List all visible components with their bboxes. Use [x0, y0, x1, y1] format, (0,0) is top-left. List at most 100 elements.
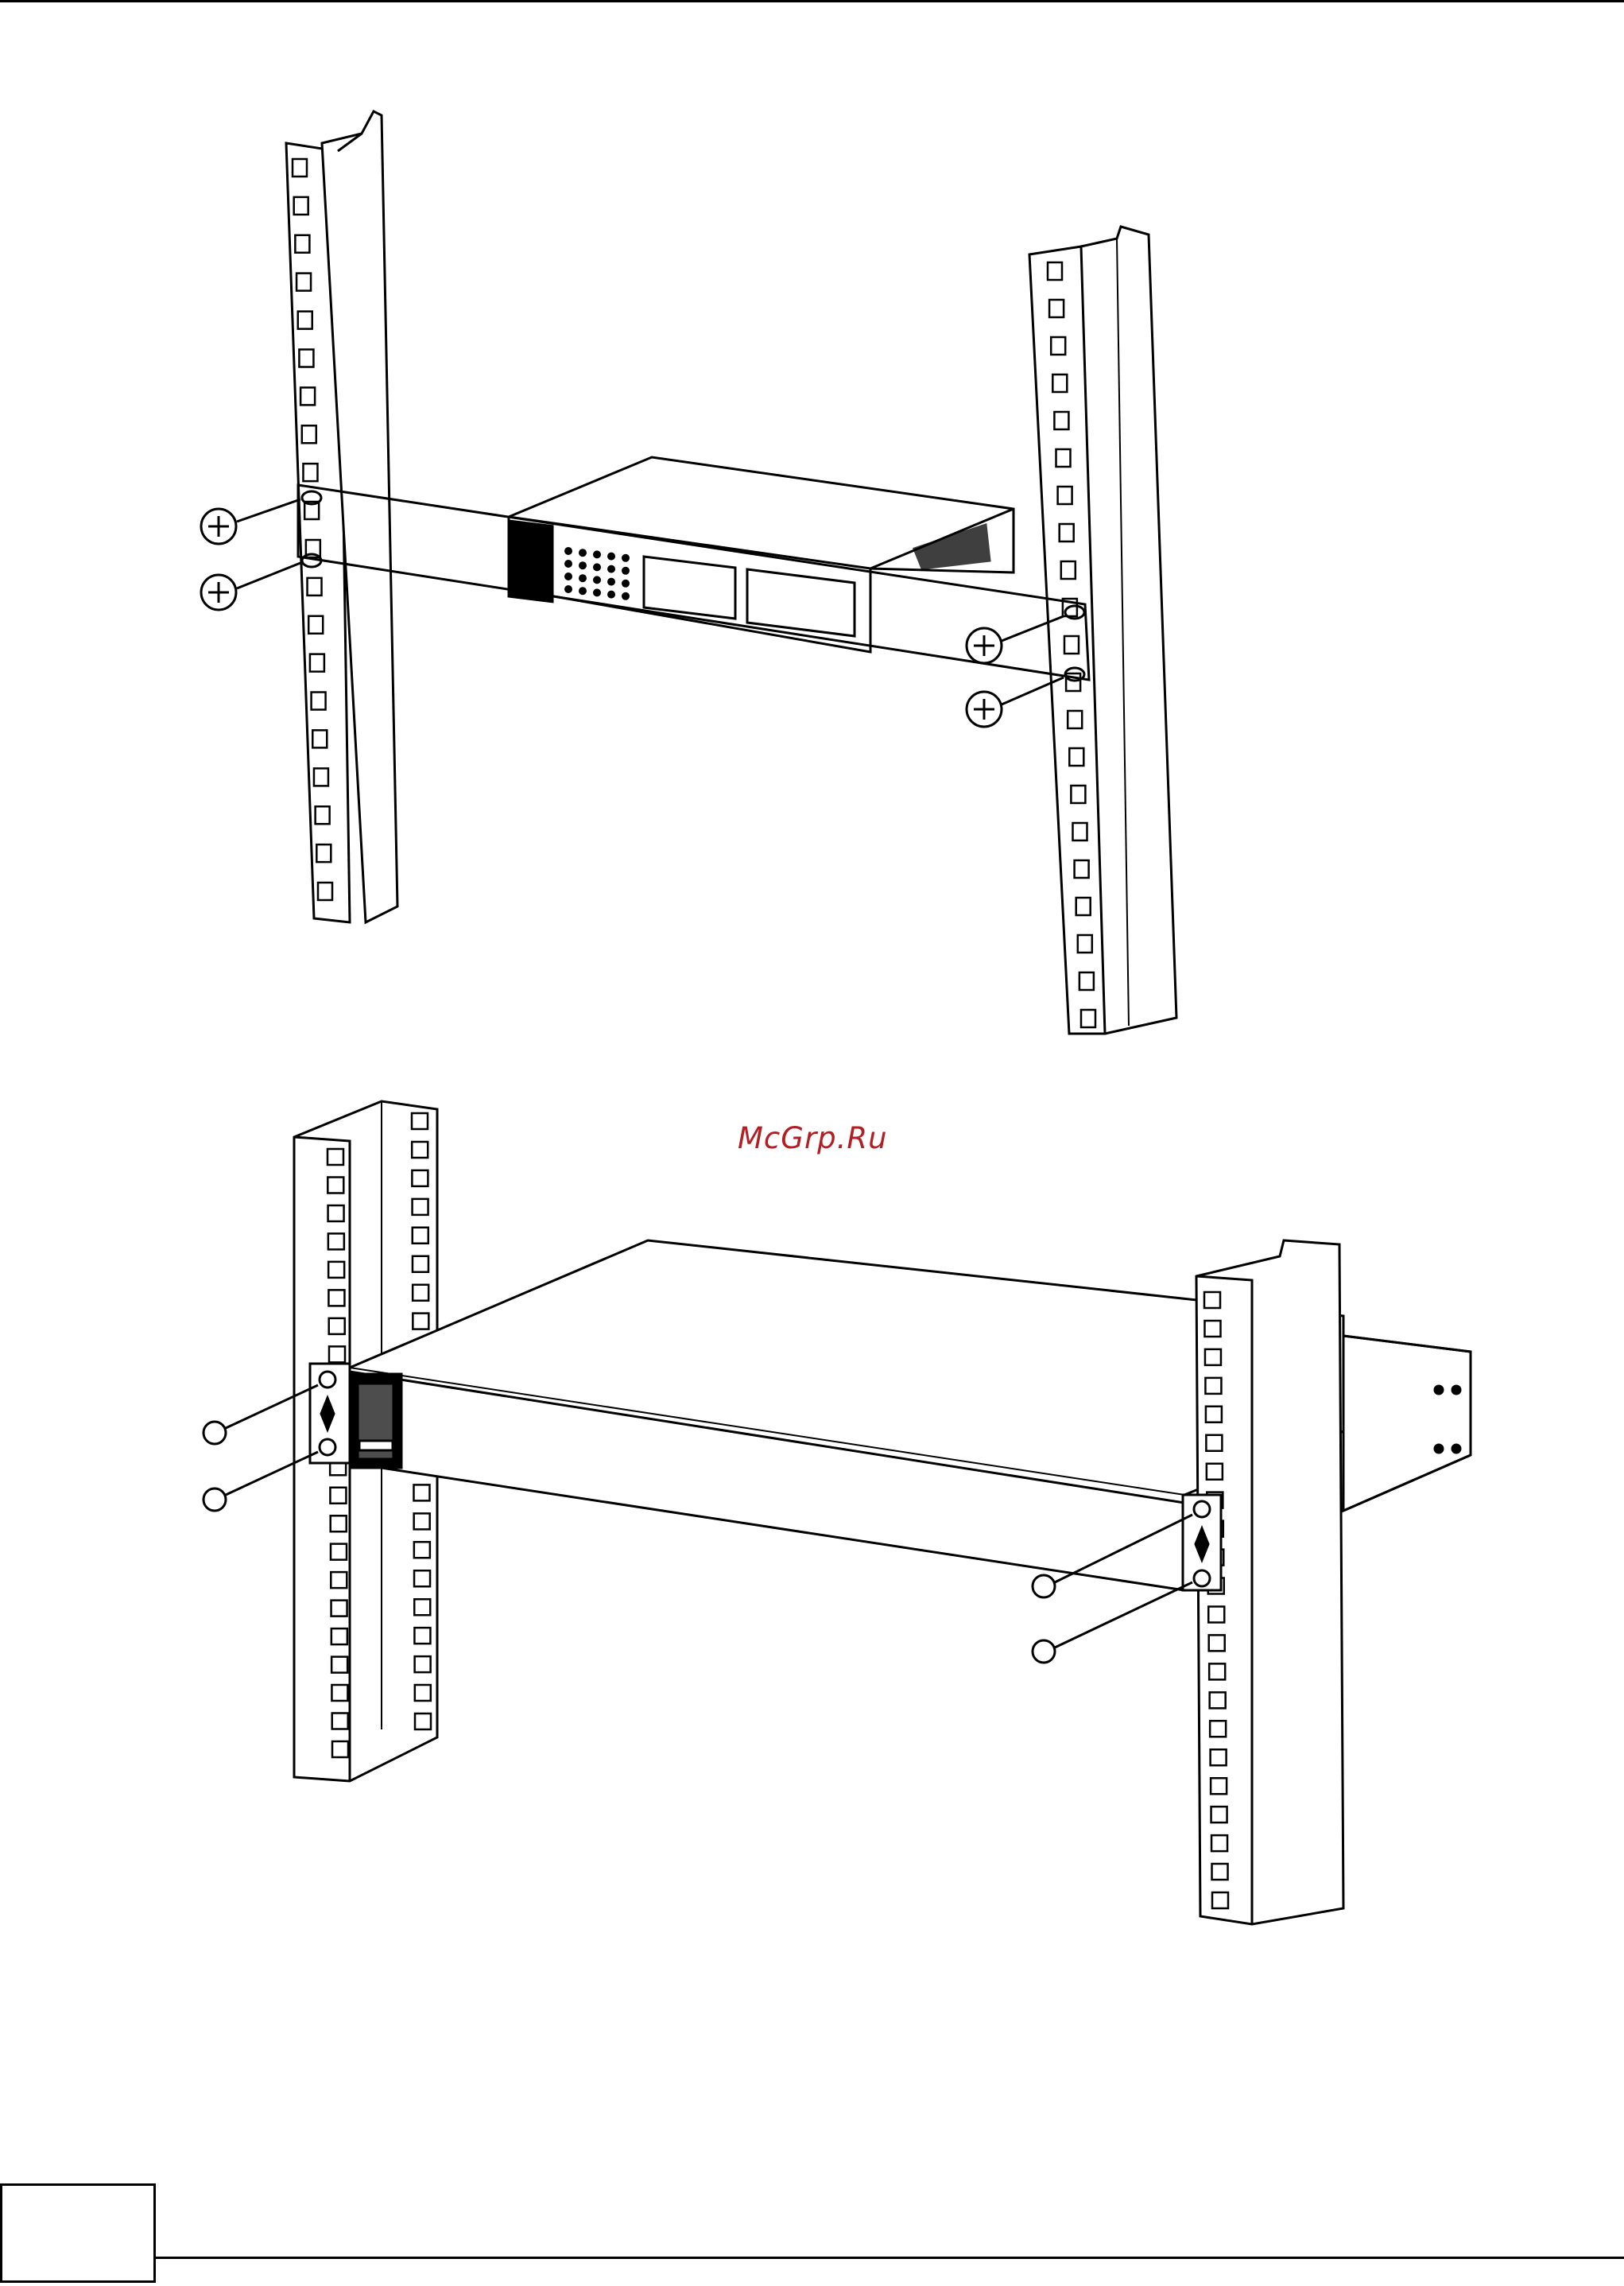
rail-hole	[308, 616, 323, 634]
rail-hole	[328, 1233, 344, 1249]
device-port-dot	[622, 554, 630, 562]
rail-hole	[412, 1113, 428, 1129]
rail-hole	[413, 1199, 428, 1215]
rail-hole	[316, 844, 331, 862]
rail-hole	[331, 1601, 347, 1617]
rail-hole	[1064, 636, 1079, 654]
rail-hole	[413, 1256, 428, 1272]
rail-hole	[302, 425, 316, 443]
rail-hole	[331, 1685, 347, 1701]
rail-hole	[1206, 1407, 1222, 1422]
header-rule	[0, 0, 1624, 2]
rail-hole	[293, 159, 307, 177]
rack-mount-device-illustration	[0, 1081, 1624, 1940]
rail-hole	[413, 1485, 429, 1500]
rail-hole	[1073, 823, 1087, 840]
rail-hole	[412, 1170, 428, 1186]
rail-hole	[414, 1542, 430, 1558]
rail-hole	[414, 1570, 430, 1586]
rail-hole	[331, 1657, 347, 1673]
rail-hole	[314, 768, 328, 786]
rail-hole	[1081, 1010, 1095, 1027]
rail-hole	[1051, 337, 1065, 355]
rail-hole	[1204, 1321, 1220, 1337]
rail-hole	[1211, 1807, 1227, 1822]
device-port-dot	[607, 553, 615, 561]
rail-hole	[1206, 1435, 1222, 1451]
device-port-dot	[564, 572, 572, 580]
rail-hole	[1211, 1778, 1227, 1794]
rail-hole	[1061, 561, 1076, 579]
rail-hole	[328, 1205, 344, 1221]
rail-hole	[1076, 898, 1091, 915]
rail-hole	[328, 1177, 343, 1193]
rail-hole	[308, 578, 322, 596]
rail-hole	[1209, 1663, 1225, 1679]
rail-hole	[1060, 524, 1074, 541]
rail-hole	[1054, 412, 1068, 429]
rail-hole	[328, 1149, 343, 1165]
rail-hole	[1071, 786, 1085, 803]
rail-hole	[1075, 860, 1089, 878]
rail-hole	[329, 1318, 345, 1334]
rail-hole	[295, 235, 309, 253]
rail-hole	[413, 1285, 428, 1301]
rail-hole	[1056, 449, 1071, 467]
device-port-dot	[579, 574, 587, 582]
footer-rule	[156, 2257, 1624, 2259]
rail-hole	[1068, 711, 1082, 728]
rail-hole	[303, 464, 317, 481]
rail-hole	[1207, 1464, 1223, 1480]
rail-hole	[312, 730, 327, 747]
rack-mount-with-brackets-illustration	[0, 95, 1624, 1050]
rail-hole	[1079, 972, 1094, 990]
rail-hole	[1204, 1292, 1220, 1308]
device-port-dot	[579, 587, 587, 595]
device-port-dot	[579, 561, 587, 569]
rail-hole	[331, 1544, 347, 1560]
rail-hole	[415, 1656, 431, 1672]
rail-hole	[1209, 1635, 1225, 1651]
rail-hole	[415, 1685, 431, 1701]
rail-hole	[332, 1741, 348, 1757]
rail-hole	[1205, 1378, 1221, 1394]
rail-hole	[318, 883, 332, 900]
rail-hole	[1211, 1835, 1227, 1851]
rail-hole	[1048, 262, 1062, 280]
rail-hole	[1208, 1606, 1224, 1622]
device-port-dot	[622, 580, 630, 588]
rail-hole	[297, 274, 311, 291]
rail-hole	[1210, 1692, 1226, 1708]
rail-hole	[331, 1628, 347, 1644]
device-port-dot	[564, 547, 572, 555]
device-port-dot	[622, 567, 630, 575]
rail-hole	[329, 1346, 345, 1362]
rail-hole	[1212, 1864, 1228, 1880]
rail-hole	[300, 387, 315, 405]
device-port-dot	[593, 588, 601, 596]
rail-hole	[310, 654, 324, 672]
rail-hole	[312, 693, 326, 710]
rail-hole	[412, 1142, 428, 1158]
rear-rack-rail	[1343, 1336, 1471, 1511]
rail-hole	[1210, 1721, 1226, 1737]
rail-hole	[328, 1290, 344, 1306]
rail-hole	[413, 1314, 428, 1329]
rail-hole	[332, 1714, 348, 1729]
rail-hole	[415, 1714, 431, 1729]
rail-hole	[1211, 1749, 1227, 1765]
rail-hole	[331, 1516, 347, 1531]
device-port-dot	[579, 549, 587, 557]
device-port-dot	[593, 563, 601, 571]
device-port-dot	[607, 578, 615, 586]
device-port-dot	[593, 576, 601, 584]
device-port-dot	[593, 550, 601, 558]
rail-hole	[1205, 1349, 1221, 1365]
page-number-box	[0, 2183, 156, 2283]
rail-hole	[414, 1628, 430, 1644]
rail-hole	[330, 1488, 346, 1504]
rail-hole	[316, 806, 330, 824]
device-port-dot	[564, 585, 572, 593]
left-rack-rail	[286, 111, 397, 922]
device-port-dot	[622, 592, 630, 600]
